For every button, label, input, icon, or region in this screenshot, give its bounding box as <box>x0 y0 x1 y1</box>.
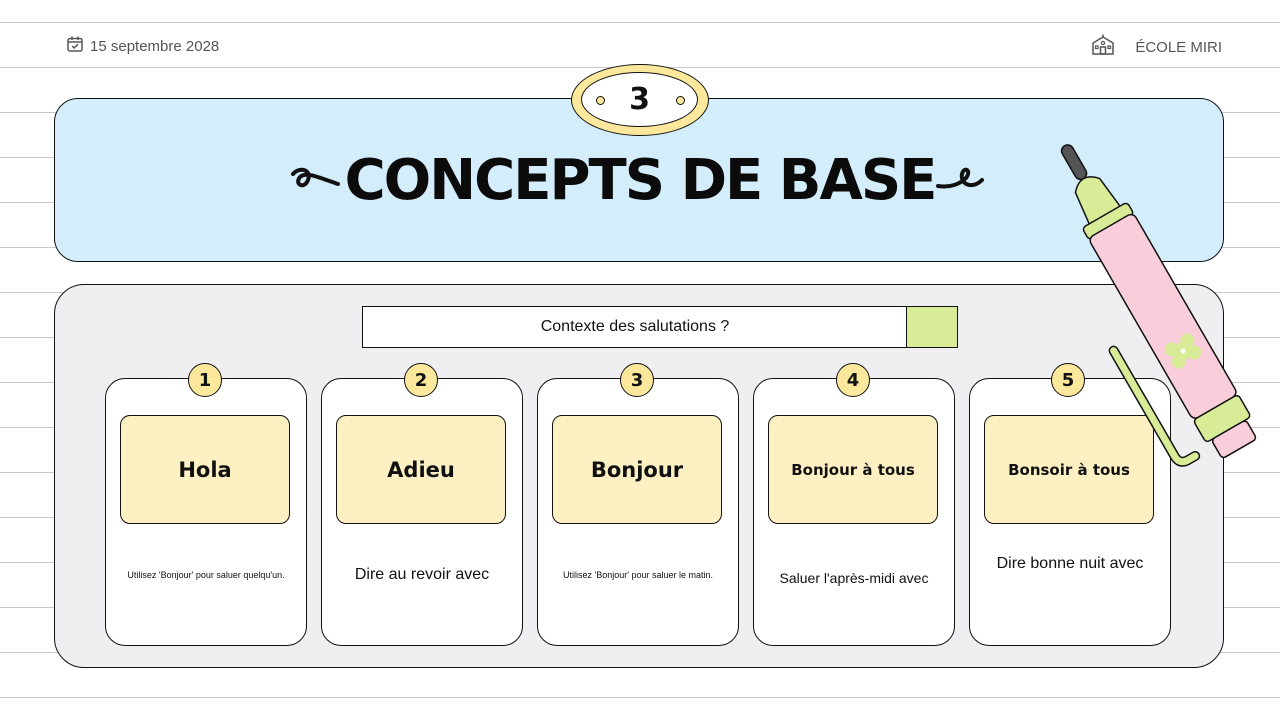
card-term-2: Adieu <box>336 415 506 524</box>
date-text: 15 septembre 2028 <box>90 37 220 55</box>
section-badge: 3 <box>571 64 709 136</box>
card-desc-1: Utilisez 'Bonjour' pour saluer quelqu'un… <box>127 570 285 580</box>
card-number-5: 5 <box>1051 363 1085 397</box>
badge-dot-right <box>676 96 685 105</box>
question-box: Contexte des salutations ? <box>362 306 908 348</box>
school-label: ÉCOLE MIRI <box>1091 34 1222 60</box>
card-number-1: 1 <box>188 363 222 397</box>
card-term-1: Hola <box>120 415 290 524</box>
card-desc-3: Utilisez 'Bonjour' pour saluer le matin. <box>562 570 713 580</box>
question-accent <box>906 306 958 348</box>
card-term-4: Bonjour à tous <box>768 415 938 524</box>
card-term-3: Bonjour <box>552 415 722 524</box>
card-number-2: 2 <box>404 363 438 397</box>
school-name: ÉCOLE MIRI <box>1135 38 1222 56</box>
badge-dot-left <box>596 96 605 105</box>
left-squiggle <box>291 167 340 188</box>
date-label: 15 septembre 2028 <box>66 35 219 57</box>
school-building-icon <box>1091 34 1115 60</box>
card-desc-5: Dire bonne nuit avec <box>996 555 1144 572</box>
card-number-4: 4 <box>836 363 870 397</box>
card-number-3: 3 <box>620 363 654 397</box>
section-number: 3 <box>629 82 650 117</box>
page-title: CONCEPTS DE BASE <box>344 148 938 213</box>
calendar-icon <box>66 35 84 57</box>
question-text: Contexte des salutations ? <box>540 318 730 335</box>
card-desc-4: Saluer l'après-midi avec <box>779 570 929 586</box>
card-desc-2: Dire au revoir avec <box>354 566 490 583</box>
card-term-5: Bonsoir à tous <box>984 415 1154 524</box>
pen-illustration <box>1060 144 1257 467</box>
right-squiggle <box>936 167 984 189</box>
